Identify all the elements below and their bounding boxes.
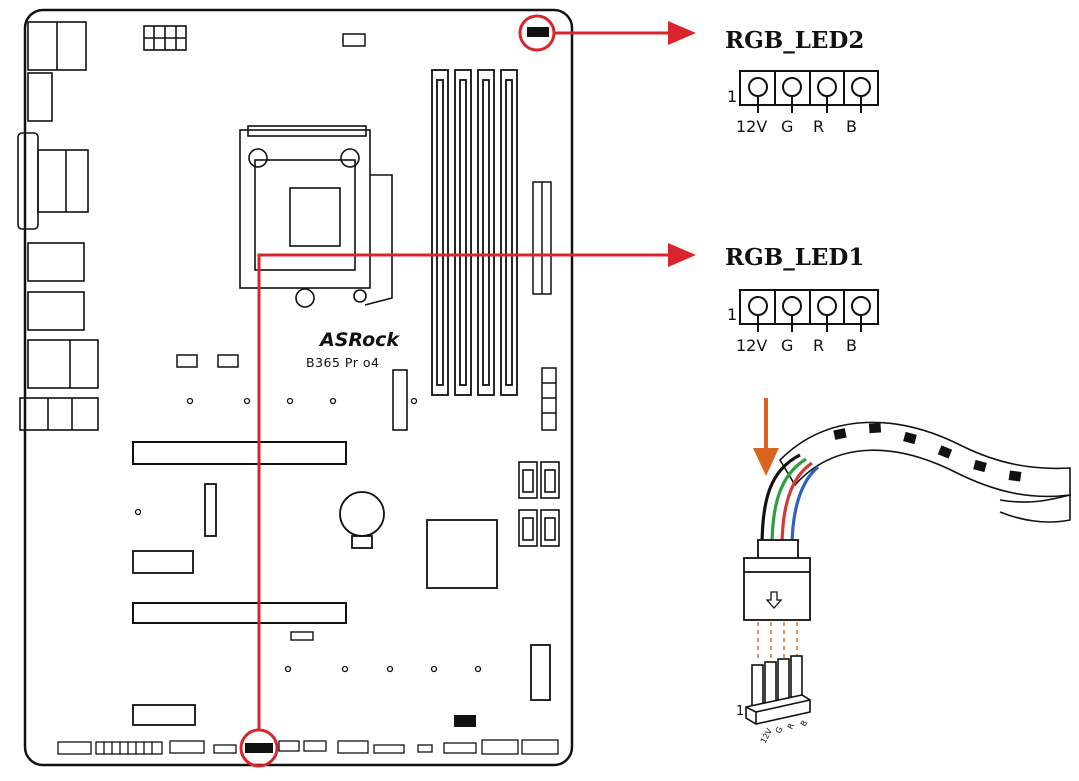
motherboard-outline (23, 8, 574, 767)
wire-r (780, 461, 813, 549)
wire-12v (760, 453, 801, 549)
mounting-dots (134, 397, 482, 673)
cable-pin-one-marker: 1 (736, 704, 744, 719)
rgb-led2-pin-r: R (813, 117, 824, 136)
pcie-x16-slot-2 (132, 602, 347, 624)
insert-direction-arrow (753, 398, 779, 476)
fan-header-1 (176, 354, 198, 368)
motherboard: ASRock B365 Pr o4 (17, 8, 574, 767)
rgb-led2-header-detail: RGB_LED2 1 12V G R B (725, 27, 879, 136)
cmos-battery (339, 491, 385, 549)
rgb-led1-pin-g: G (781, 336, 793, 355)
board-brand: ASRock (318, 329, 400, 351)
wire-b (790, 465, 820, 549)
callouts (239, 14, 696, 768)
cable-pin-r: R (786, 721, 797, 731)
alignment-guides (757, 622, 798, 660)
sata-ports (518, 461, 560, 547)
fan-header-top (342, 33, 366, 47)
rgb-led1-callout-arrowhead (668, 243, 696, 267)
rgb-led2-title: RGB_LED2 (725, 27, 864, 54)
m2-slot-1 (392, 369, 408, 431)
rgb-led1-callout-line (257, 253, 670, 730)
cable-connector (743, 539, 811, 621)
pcie-x1-slot-1 (132, 550, 194, 574)
rear-io-panel (17, 21, 99, 431)
rgb-led2-pin-one-marker: 1 (727, 87, 737, 106)
cable-pin-labels: 12V G R B (759, 719, 810, 745)
cpu-power-connector (143, 25, 187, 51)
cable-pin-g: G (774, 725, 785, 735)
pcie-x1-slot-2 (132, 704, 196, 726)
rgb-led1-pin-r: R (813, 336, 824, 355)
led-strip-cable-illustration: 1 12V G R B (736, 398, 1071, 745)
chipset (426, 519, 498, 589)
fan-header-2 (217, 354, 239, 368)
rgb-led2-callout-arrowhead (668, 21, 696, 45)
cable-pin-12v: 12V (759, 726, 775, 745)
atx-power-connector (532, 181, 552, 295)
rgb-led1-pin-b: B (846, 336, 857, 355)
rgb-led2-pin-12v: 12V (736, 117, 767, 136)
cpu-socket (239, 125, 393, 308)
rgb-led2-header-on-board (527, 27, 549, 37)
cable-wires (760, 453, 820, 549)
m2-slot-2 (204, 483, 217, 537)
rgb-led2-pin-g: G (781, 117, 793, 136)
rgb-led1-header-detail: RGB_LED1 1 12V G R B (725, 244, 879, 355)
pcie-x16-slot-1 (132, 441, 347, 465)
board-pin-header (745, 655, 811, 725)
cable-pin-b: B (799, 719, 810, 728)
small-header-mid (290, 631, 314, 641)
led-strip (778, 421, 1071, 523)
rgb-led1-pin-one-marker: 1 (727, 305, 737, 324)
usb-header-right (541, 367, 557, 431)
jumper-bottom (454, 715, 476, 727)
rgb-led2-pin-block (739, 70, 879, 113)
rgb-led1-pin-block (739, 289, 879, 332)
rgb-led1-pin-12v: 12V (736, 336, 767, 355)
m2-slot-3 (530, 644, 551, 701)
rgb-led1-title: RGB_LED1 (725, 244, 864, 271)
dimm-slots (431, 69, 518, 396)
wire-g (770, 457, 807, 549)
bottom-headers (57, 739, 559, 755)
rgb-led2-pin-b: B (846, 117, 857, 136)
board-model: B365 Pr o4 (306, 355, 379, 370)
rgb-led1-header-on-board (245, 743, 273, 753)
